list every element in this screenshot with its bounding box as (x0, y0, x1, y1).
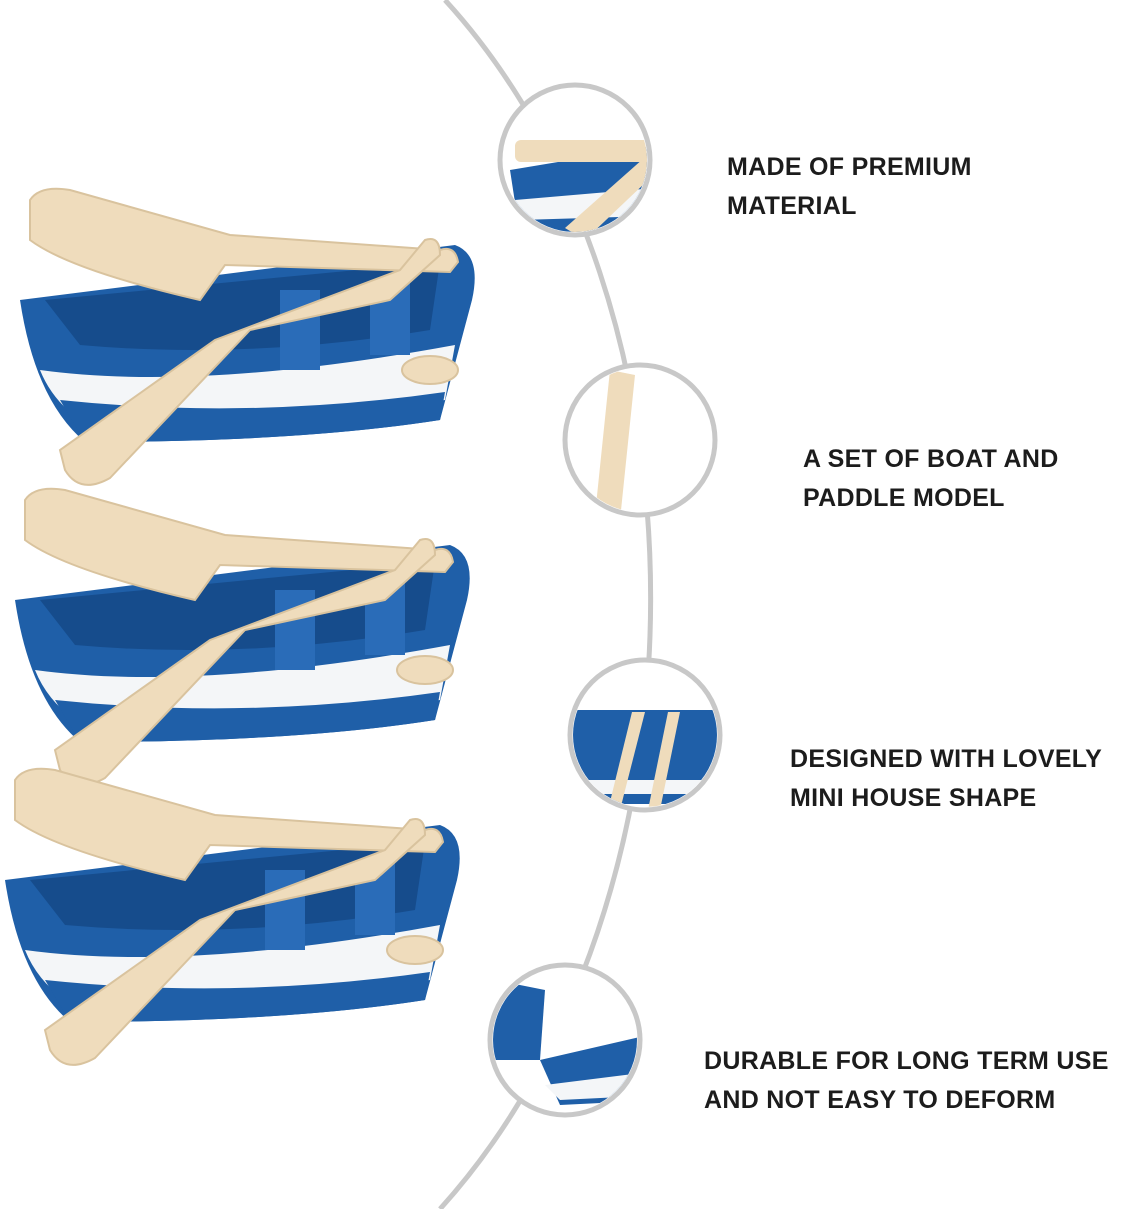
feature-line: DESIGNED WITH LOVELY (790, 745, 1103, 773)
boat-model-2 (14, 487, 471, 786)
detail-circle-4 (487, 962, 643, 1118)
boat-model-1 (19, 187, 476, 486)
feature-text-1: MADE OF PREMIUM MATERIAL (727, 148, 972, 226)
feature-line: DURABLE FOR LONG TERM USE (704, 1047, 1109, 1075)
detail-circle-2 (562, 362, 718, 518)
feature-line: AND NOT EASY TO DEFORM (704, 1086, 1056, 1114)
feature-line: PADDLE MODEL (803, 484, 1005, 512)
detail-circle-1 (497, 82, 653, 238)
detail-circle-3 (567, 657, 723, 813)
feature-line: MINI HOUSE SHAPE (790, 784, 1037, 812)
feature-text-3: DESIGNED WITH LOVELY MINI HOUSE SHAPE (790, 740, 1102, 818)
feature-line: MADE OF PREMIUM (727, 153, 972, 181)
feature-text-4: DURABLE FOR LONG TERM USE AND NOT EASY T… (704, 1042, 1109, 1120)
feature-line: MATERIAL (727, 192, 857, 220)
feature-text-2: A SET OF BOAT AND PADDLE MODEL (803, 440, 1059, 518)
boat-model-3 (4, 767, 461, 1066)
feature-line: A SET OF BOAT AND (803, 445, 1059, 473)
